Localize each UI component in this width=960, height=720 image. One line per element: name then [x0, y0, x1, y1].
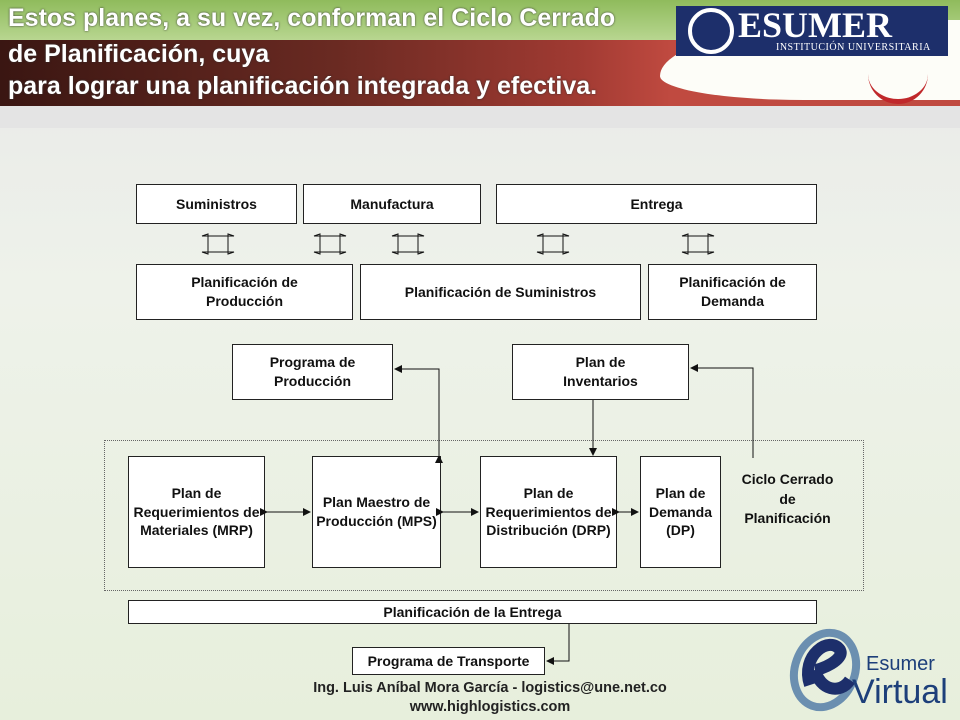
- header-divider-band: [0, 106, 960, 128]
- box-planificacion-produccion: Planificación de Producción: [136, 264, 353, 320]
- esumer-logo: ESUMER INSTITUCIÓN UNIVERSITARIA: [676, 5, 948, 56]
- box-entrega: Entrega: [496, 184, 817, 224]
- box-mps: Plan Maestro de Producción (MPS): [312, 456, 441, 568]
- box-manufactura: Manufactura: [303, 184, 481, 224]
- box-drp: Plan de Requerimientos de Distribución (…: [480, 456, 617, 568]
- box-suministros: Suministros: [136, 184, 297, 224]
- globe-icon: [688, 8, 734, 54]
- footer-author: Ing. Luis Aníbal Mora García - logistics…: [313, 680, 667, 696]
- box-programa-produccion: Programa de Producción: [232, 344, 393, 400]
- box-dp: Plan de Demanda (DP): [640, 456, 721, 568]
- box-planificacion-suministros: Planificación de Suministros: [360, 264, 641, 320]
- title-line-1: Estos planes, a su vez, conforman el Cic…: [8, 4, 616, 32]
- box-plan-inventarios: Plan de Inventarios: [512, 344, 689, 400]
- title-line-3: para lograr una planificación integrada …: [8, 72, 598, 100]
- esumer-virtual-logo: Esumer Virtual: [780, 625, 950, 715]
- footer-credits: Ing. Luis Aníbal Mora García - logistics…: [230, 679, 750, 717]
- svg-text:Esumer: Esumer: [866, 653, 935, 675]
- title-line-2: de Planificación, cuya: [8, 40, 270, 68]
- ciclo-cerrado-label: Ciclo Cerrado de Planificación: [741, 471, 834, 527]
- closed-cycle-region: [104, 440, 864, 591]
- double-arrow-icons: [201, 233, 715, 255]
- box-programa-transporte: Programa de Transporte: [352, 647, 545, 675]
- box-planificacion-entrega: Planificación de la Entrega: [128, 600, 817, 624]
- red-emblem-icon: [868, 60, 928, 104]
- esumer-virtual-e-icon: Esumer Virtual: [789, 628, 948, 712]
- logo-name: ESUMER: [738, 5, 893, 45]
- header-banner: Estos planes, a su vez, conforman el Cic…: [0, 0, 960, 108]
- svg-text:Virtual: Virtual: [852, 673, 948, 711]
- box-mrp: Plan de Requerimientos de Materiales (MR…: [128, 456, 265, 568]
- logo-subtitle: INSTITUCIÓN UNIVERSITARIA: [776, 42, 931, 53]
- footer-website[interactable]: www.highlogistics.com: [409, 698, 571, 715]
- box-planificacion-demanda: Planificación de Demanda: [648, 264, 817, 320]
